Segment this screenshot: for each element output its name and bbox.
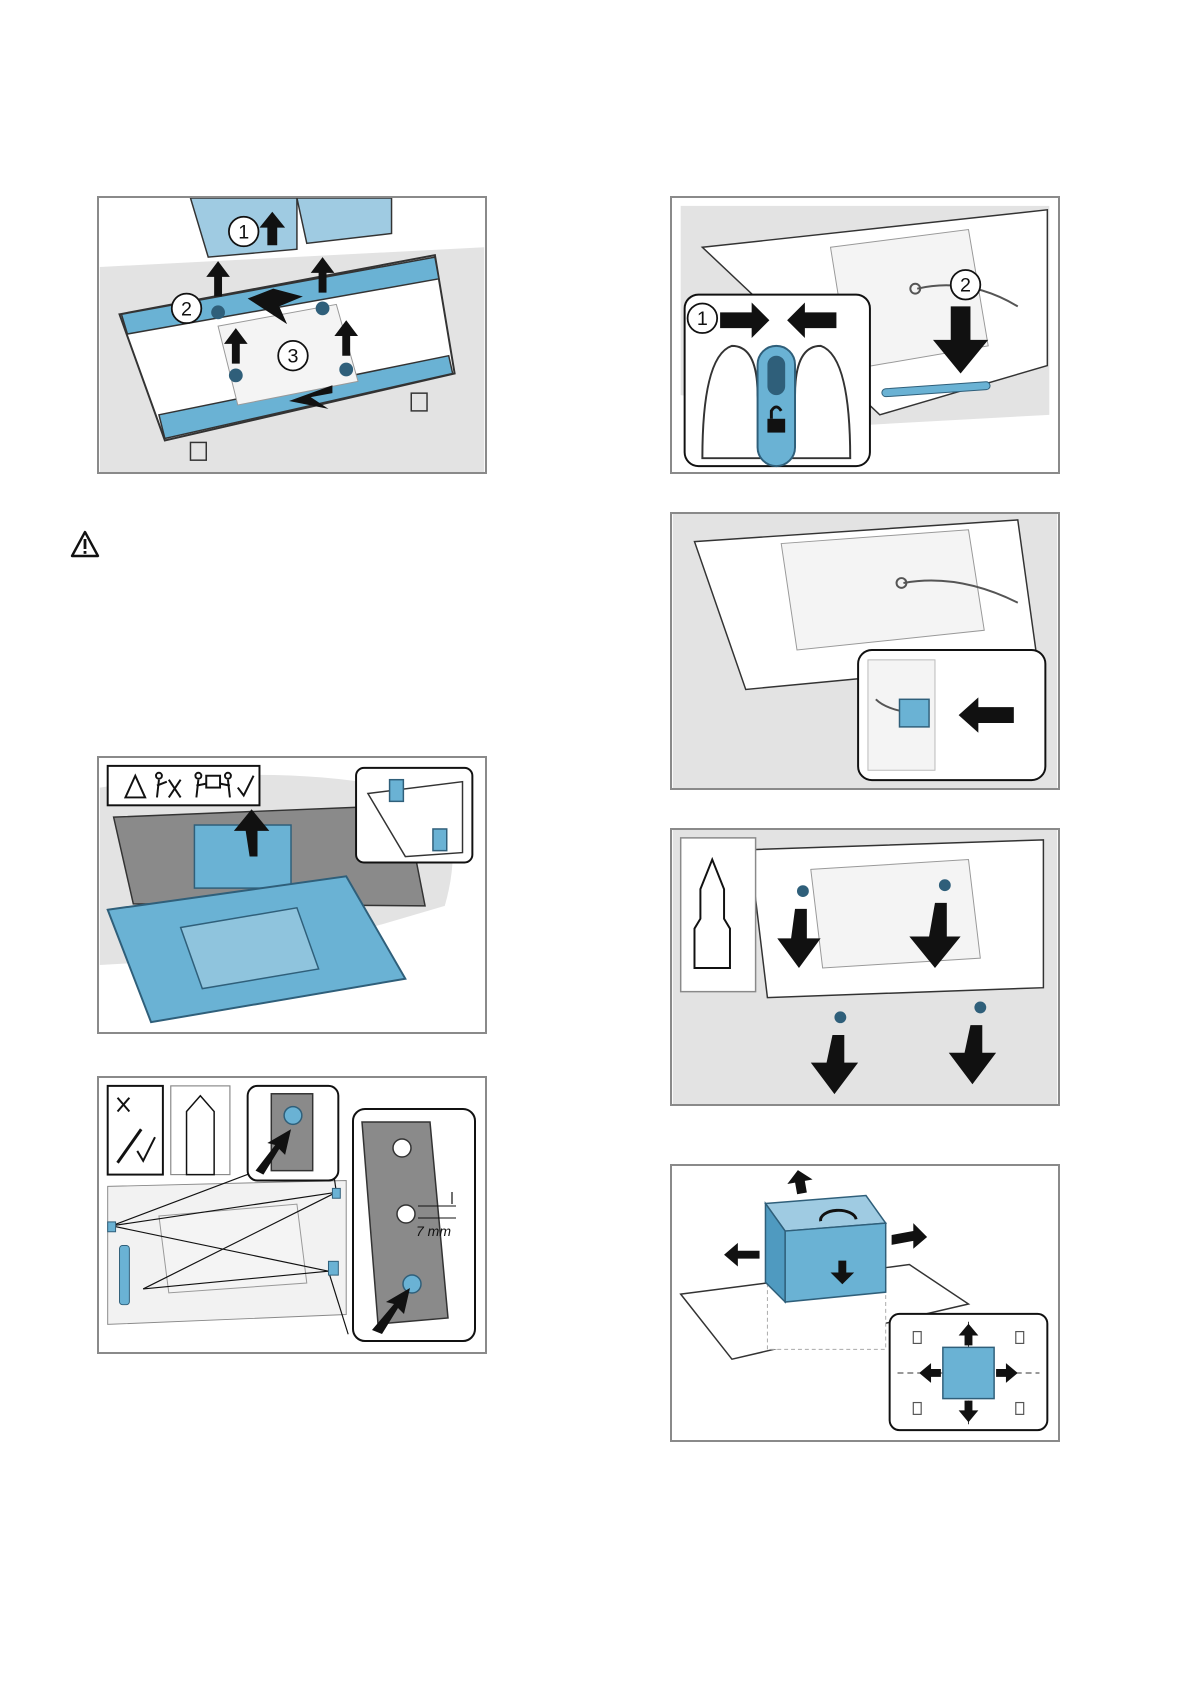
figure-screw-depth-inset: 7 mm bbox=[352, 1108, 476, 1342]
callout-2: 2 bbox=[960, 275, 971, 297]
screw-detail-plate bbox=[271, 1094, 312, 1171]
figure-connect-plug bbox=[670, 512, 1060, 790]
screwdriver-pictogram bbox=[108, 1086, 163, 1175]
inset-blower bbox=[943, 1347, 994, 1398]
figure-position-blower bbox=[670, 1164, 1060, 1442]
screw-detail-screw bbox=[284, 1107, 302, 1125]
blower-front bbox=[785, 1223, 886, 1302]
figure-remove-filters-drawing: 1 2 3 bbox=[99, 198, 485, 472]
callout-2: 2 bbox=[181, 298, 192, 320]
depth-screw-blue bbox=[403, 1275, 421, 1293]
grease-filter-grid bbox=[781, 530, 984, 650]
figure-remove-screws-drawing bbox=[672, 830, 1058, 1104]
callout-1: 1 bbox=[697, 308, 708, 330]
lock-slot bbox=[767, 356, 785, 395]
grease-filter-grid bbox=[159, 1204, 307, 1293]
figure-lift-hood bbox=[97, 756, 487, 1034]
plug bbox=[899, 699, 929, 727]
callout-3: 3 bbox=[288, 346, 299, 368]
warning-triangle-icon bbox=[70, 530, 100, 558]
figure-connect-plug-drawing bbox=[672, 514, 1058, 788]
grease-filter-grid bbox=[811, 860, 981, 968]
figure-release-cable: 2 1 bbox=[670, 196, 1060, 474]
clip-upper bbox=[390, 780, 404, 802]
measure-label: 7 mm bbox=[416, 1223, 451, 1239]
figure-lift-hood-drawing bbox=[99, 758, 485, 1032]
callout-1: 1 bbox=[238, 221, 249, 243]
figure-release-cable-drawing: 2 1 bbox=[672, 198, 1058, 472]
figure-remove-filters: 1 2 3 bbox=[97, 196, 487, 474]
clip-lower bbox=[433, 829, 447, 851]
figure-remove-screws bbox=[670, 828, 1060, 1106]
torx-bit-icon bbox=[187, 1096, 215, 1175]
figure-position-blower-drawing bbox=[672, 1166, 1058, 1440]
hood-body bbox=[194, 825, 291, 888]
